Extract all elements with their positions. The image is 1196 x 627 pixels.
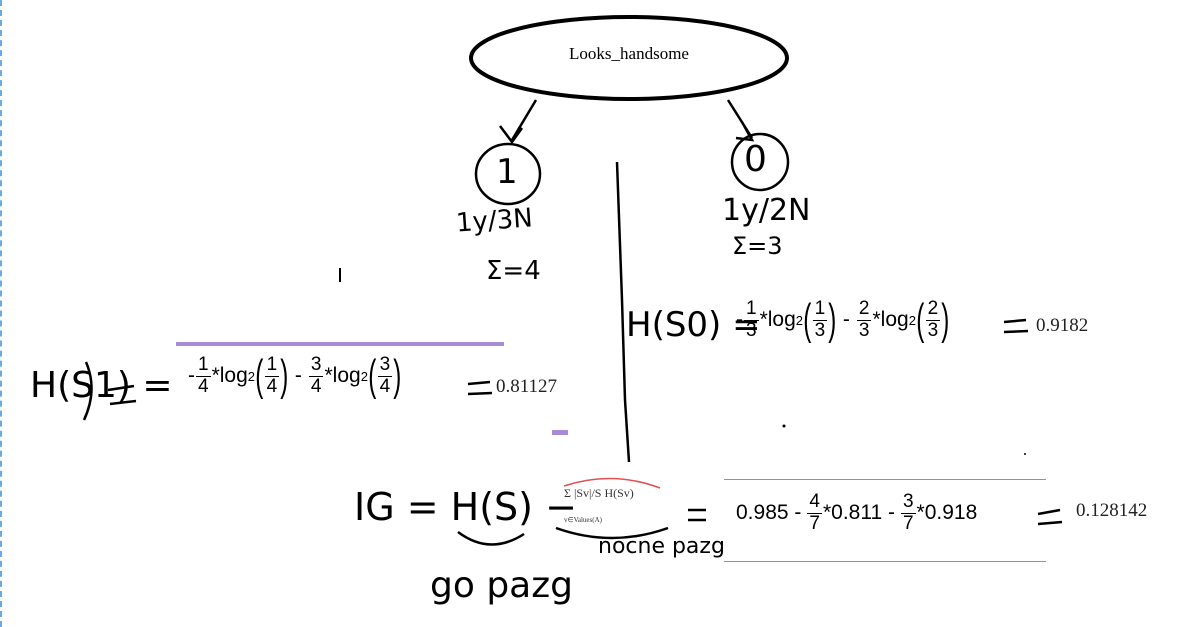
equals-stroke [107, 384, 137, 406]
log-text: *log [324, 364, 361, 387]
left-child-sum: Σ=4 [486, 256, 541, 286]
formula-top-bar [176, 342, 504, 346]
ig-expr-start: 0.985 - [736, 501, 802, 525]
h-s0-result: 0.9182 [1036, 315, 1089, 336]
canvas-edge [0, 0, 2, 627]
sum-underline-arc [555, 526, 669, 540]
h-s0-label: H(S0) = [626, 305, 761, 345]
sign: - [294, 364, 302, 387]
left-child-circle [474, 142, 542, 206]
sign: - [188, 364, 195, 387]
before-label: go pazg [430, 565, 573, 606]
sum-red-arc [563, 477, 661, 489]
root-node-label: Looks_handsome [569, 44, 689, 63]
right-child-counts: 1y/2N [722, 193, 811, 228]
log-text: *log [211, 364, 248, 387]
ig-result: 0.128142 [1076, 500, 1148, 521]
divider-stroke [615, 161, 631, 463]
right-child-circle [730, 132, 790, 192]
log-base: 2 [795, 312, 804, 328]
ig-rule-bottom [724, 561, 1046, 562]
h-s1-paren [82, 361, 93, 421]
sum-formula: Σ |Sv|/S H(Sv) [564, 486, 634, 500]
left-child-value: 1 [496, 152, 518, 192]
root-node-ellipse [469, 15, 789, 101]
sign: - [736, 308, 743, 331]
ig-label: IG = H(S) − [354, 485, 577, 529]
h-s1-equals-stroke [467, 380, 493, 396]
sum-subscript: v∈Values(A) [564, 516, 602, 524]
ig-expr-end: *0.918 [916, 501, 978, 525]
ig-expr-mid: *0.811 - [822, 501, 895, 525]
formula-corner-mark [552, 430, 568, 435]
ig-equals-stroke [688, 508, 706, 522]
dot-mark [1024, 453, 1026, 455]
left-arrow [499, 99, 538, 145]
log-text: *log [759, 308, 796, 331]
hs-underline-arc [457, 530, 525, 546]
left-child-counts: 1y/3N [455, 203, 534, 239]
after-label: nocne pazg [598, 534, 725, 559]
h-s0-equals-stroke [1003, 318, 1029, 334]
log-base: 2 [908, 312, 916, 328]
h-s1-result: 0.81127 [496, 376, 558, 397]
log-base: 2 [360, 368, 368, 384]
sign: - [842, 308, 850, 331]
log-text: *log [872, 308, 909, 331]
dot-mark [782, 424, 786, 428]
log-base: 2 [247, 368, 256, 384]
right-arrow [726, 99, 755, 142]
right-child-sum: Σ=3 [732, 232, 783, 260]
ig-rule-top [724, 479, 1046, 480]
ig-equals-result-stroke [1037, 508, 1063, 526]
h-s1-label: H(S1) = [30, 365, 173, 406]
right-child-value: 0 [744, 139, 767, 180]
